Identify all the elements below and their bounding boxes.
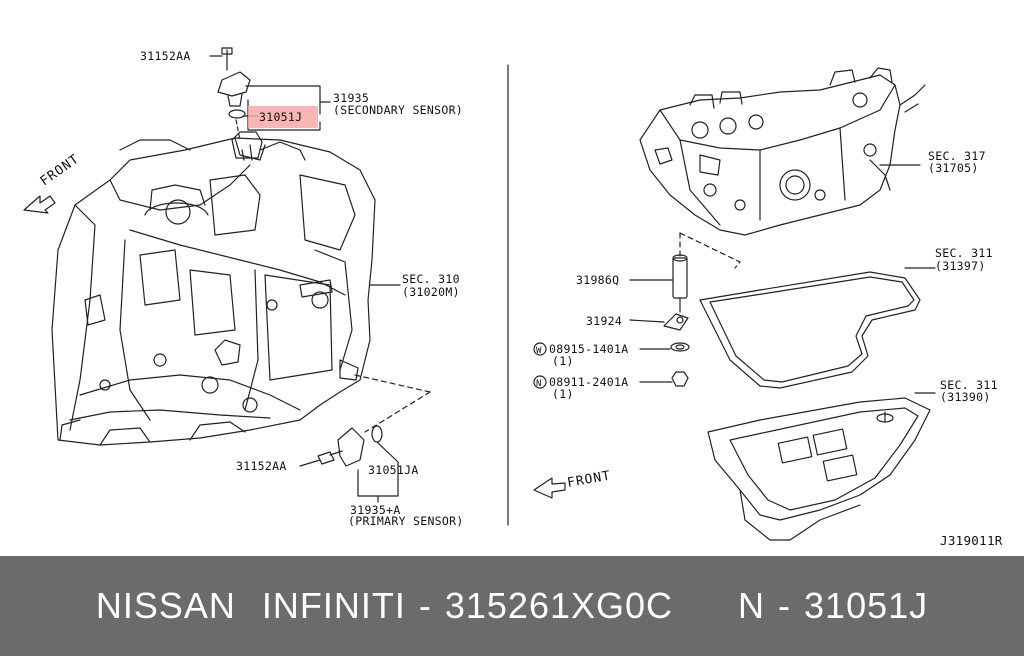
label-front-left: FRONT <box>38 152 83 190</box>
label-pipe: 31986Q <box>576 273 619 287</box>
label-primary-sensor-no: 31935+A <box>350 503 401 517</box>
caption-separator: - <box>405 585 445 626</box>
label-washer-prefix: W <box>536 346 542 356</box>
label-sec311-gasket-b: (31397) <box>935 259 986 273</box>
label-sec311-gasket-a: SEC. 311 <box>935 246 993 260</box>
label-drawing-code: J319011R <box>940 533 1003 548</box>
label-front-right: FRONT <box>566 469 612 491</box>
caption-brand: NISSAN INFINITI <box>95 585 406 626</box>
label-nut-part: 08911-2401A <box>549 375 628 389</box>
control-valve-drawing <box>639 67 926 236</box>
label-nut-qty: (1) <box>552 387 574 401</box>
label-primary-sensor-name: (PRIMARY SENSOR) <box>348 514 464 528</box>
front-arrow-left <box>23 195 56 214</box>
caption-ref: N - 31051J <box>738 585 929 626</box>
caption-gap <box>673 585 738 627</box>
oil-pan-drawing <box>707 392 936 541</box>
parts-diagram: 31152AA 31935 (SECONDARY SENSOR) 31051J … <box>23 47 1003 548</box>
label-nut-prefix: N <box>536 379 542 389</box>
label-oring-bottom: 31051JA <box>368 463 419 477</box>
transmission-case-drawing <box>51 131 376 446</box>
front-arrow-right <box>533 477 566 499</box>
label-sec317-b: (31705) <box>928 161 979 175</box>
label-sec310-a: SEC. 310 <box>402 272 460 286</box>
caption-part-number: 315261XG0C <box>444 585 674 626</box>
highlight-box <box>248 106 318 128</box>
primary-sensor-drawing <box>317 374 431 467</box>
label-sec311-pan-b: (31390) <box>940 390 991 404</box>
label-sec311-pan-a: SEC. 311 <box>940 378 998 392</box>
label-washer-qty: (1) <box>552 354 574 368</box>
label-bolt-bottom: 31152AA <box>236 459 287 473</box>
label-secondary-sensor-no: 31935 <box>333 91 369 105</box>
label-sec310-b: (31020M) <box>402 285 460 299</box>
label-clip: 31924 <box>586 314 622 328</box>
label-sec317-a: SEC. 317 <box>928 149 986 163</box>
label-washer-part: 08915-1401A <box>549 342 628 356</box>
caption-bar: NISSAN INFINITI - 315261XG0C N - 31051J <box>0 556 1024 656</box>
label-bolt-top: 31152AA <box>140 49 191 63</box>
label-oring-top: 31051J <box>259 110 302 124</box>
oil-pan-gasket-drawing <box>699 267 936 389</box>
small-parts-drawing <box>629 254 690 387</box>
secondary-sensor-drawing <box>217 47 251 141</box>
label-secondary-sensor-name: (SECONDARY SENSOR) <box>333 103 463 117</box>
